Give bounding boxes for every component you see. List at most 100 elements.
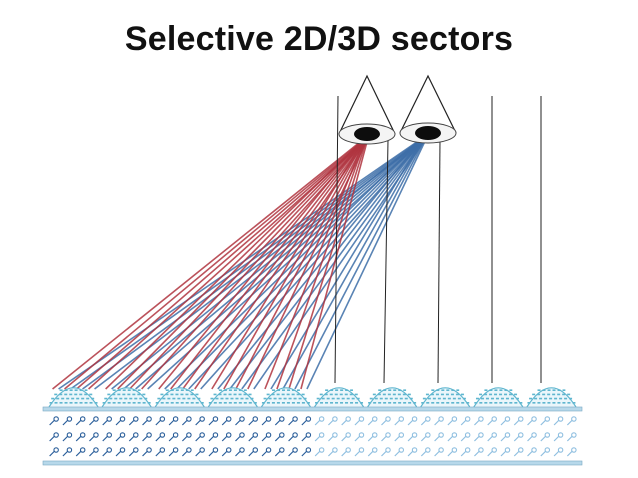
pixel-glyph (513, 416, 524, 426)
pixel-glyph (142, 416, 152, 426)
lens-element (207, 387, 258, 408)
pixel-glyph (288, 432, 298, 442)
pixel-glyph (168, 416, 179, 426)
pixel-glyph (89, 416, 99, 426)
left-eye-ray (211, 137, 366, 390)
vertical-sight-line (334, 95, 339, 384)
left-eye-ray (170, 137, 367, 390)
pixel-glyph (500, 447, 511, 457)
lens-element (367, 387, 418, 408)
left-eye-ray (158, 137, 366, 390)
left-eye-ray (300, 137, 369, 390)
pixel-glyph (420, 447, 431, 457)
pixel-glyph (168, 432, 179, 442)
pixel-glyph (235, 432, 245, 442)
pixel-glyph (394, 416, 405, 426)
pixel-glyph (367, 447, 378, 457)
pixel-glyph (527, 432, 537, 442)
pixel-glyph (155, 447, 166, 457)
pixel-glyph (314, 416, 325, 426)
pixel-glyph (540, 416, 551, 426)
lens-element (420, 387, 471, 408)
right-eye-ray (306, 136, 428, 390)
pixel-glyph (460, 416, 471, 426)
left-eye-ray (235, 137, 368, 390)
pixel-glyph (527, 447, 537, 457)
pixel-glyph (447, 416, 458, 426)
pixel-glyph (474, 416, 484, 426)
pixel-glyph (102, 447, 112, 457)
pixel-glyph (314, 447, 325, 457)
pixel-glyph (420, 432, 431, 442)
pixel-glyph (381, 447, 391, 457)
pixel-glyph (221, 447, 232, 457)
lens-element (313, 387, 365, 408)
pixel-glyph (566, 432, 577, 442)
pixel-glyph (208, 432, 219, 442)
pixel-glyph (420, 416, 431, 426)
pixel-glyph (327, 432, 338, 442)
pixel-glyph (553, 447, 564, 457)
pixel-glyph (341, 447, 351, 457)
pixel-glyph (208, 416, 219, 426)
pixel-glyph (394, 432, 405, 442)
pixel-glyph (274, 416, 285, 426)
display-plate (42, 406, 583, 412)
pixel-glyph (327, 416, 338, 426)
pixel-glyph (460, 432, 471, 442)
pixel-glyph (566, 447, 577, 457)
pixel-glyph (221, 416, 232, 426)
pixel-glyph (354, 416, 365, 426)
pixel-glyph (102, 416, 112, 426)
pixel-glyph (195, 432, 205, 442)
pixel-glyph (301, 447, 312, 457)
pixel-glyph (62, 432, 73, 442)
pixel-glyph (181, 447, 192, 457)
pixel-glyph (434, 416, 444, 426)
pixel-glyph (115, 416, 126, 426)
pixel-glyph (487, 416, 497, 426)
pixel-glyph (394, 447, 405, 457)
left-eye-icon (338, 74, 396, 145)
pixel-glyph (248, 416, 259, 426)
lens-element (101, 387, 152, 408)
pixel-glyph (474, 447, 484, 457)
pixel-glyph (354, 447, 365, 457)
pixel-glyph (49, 416, 59, 426)
pixel-glyph (381, 432, 391, 442)
pixel-glyph (447, 447, 458, 457)
pixel-glyph (62, 447, 73, 457)
pixel-glyph (208, 447, 219, 457)
pixel-glyph (301, 416, 312, 426)
pixel-glyph (553, 432, 564, 442)
pixel-glyph (407, 432, 418, 442)
pixel-glyph (381, 416, 391, 426)
slide-title: Selective 2D/3D sectors (124, 20, 514, 58)
pixel-glyph (102, 432, 112, 442)
pixel-glyph (447, 432, 458, 442)
pixel-glyph (115, 432, 126, 442)
lens-element (473, 387, 524, 408)
pixel-glyph (527, 416, 537, 426)
pixel-glyph (274, 447, 285, 457)
viewer-eyes (338, 74, 457, 145)
pixel-glyph (500, 432, 511, 442)
pixel-glyph (434, 447, 444, 457)
left-eye-ray (76, 137, 368, 390)
pixel-glyph (168, 447, 179, 457)
pixel-glyph (49, 432, 59, 442)
pixel-glyph (75, 447, 86, 457)
pixel-glyph (540, 432, 551, 442)
pixel-glyph (288, 447, 298, 457)
pixel-glyph (195, 416, 205, 426)
left-eye-ray (64, 137, 367, 390)
lens-element (154, 387, 205, 408)
pixel-glyph (327, 447, 338, 457)
pixel-glyph (261, 447, 272, 457)
pixel-glyph (261, 432, 272, 442)
pixel-glyph (62, 416, 73, 426)
pixel-glyph (235, 416, 245, 426)
pixel-glyph (513, 447, 524, 457)
pixel-glyph (89, 432, 99, 442)
